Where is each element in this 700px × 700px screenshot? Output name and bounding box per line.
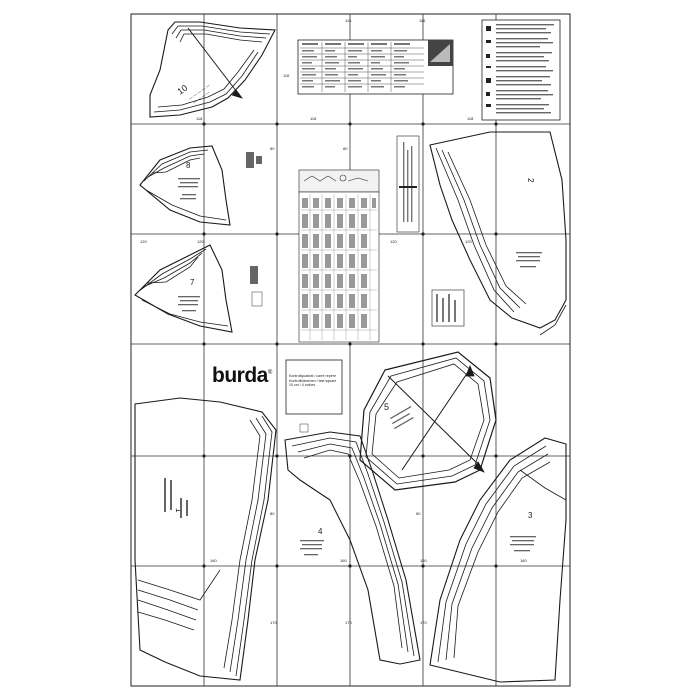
piece-1	[134, 397, 277, 681]
grid-ref: 170	[270, 620, 277, 625]
grid-ref: 118	[196, 116, 203, 121]
brand-name: burda	[212, 364, 268, 387]
grainline-box	[431, 289, 465, 327]
size-chart-panel	[297, 39, 454, 95]
grid-ref: 160	[420, 558, 427, 563]
instruction-strip	[396, 135, 420, 233]
piece-10	[149, 21, 276, 118]
grid-ref: 116	[419, 18, 426, 23]
piece-number-5: 5	[384, 402, 389, 412]
piece-1-notes	[164, 478, 188, 518]
grid-ref: 170	[345, 620, 352, 625]
control-square-info: Kontrollquadrat / carré repère Kontrollk…	[289, 374, 339, 410]
piece-number-1: 1	[174, 508, 183, 513]
grid-ref: 80	[343, 146, 348, 151]
grid-ref: 120	[140, 239, 147, 244]
piece-5	[359, 351, 497, 491]
grid-ref: 80	[416, 511, 421, 516]
grid-ref: 160	[340, 558, 347, 563]
brand-logo: burda®	[212, 364, 272, 388]
piece-4	[284, 431, 421, 665]
grid-ref: 80	[270, 146, 275, 151]
piece-2-notes	[516, 252, 542, 268]
piece-2	[429, 131, 567, 336]
control-square	[285, 359, 343, 415]
piece-number-8: 8	[186, 161, 191, 170]
info-line-2: Kontrollkästchen / test square	[289, 378, 337, 383]
piece-5-notes	[390, 405, 414, 430]
grid-ref: 120	[197, 239, 204, 244]
grid-ref: 118	[310, 116, 317, 121]
piece-8	[139, 145, 231, 226]
info-line-1: Kontrollquadrat / carré repère	[289, 374, 336, 378]
piece-3	[429, 437, 567, 683]
grid-ref-labels: 116 116 116 118 118 118 120 120 120 120 …	[140, 18, 527, 625]
grid-ref: 120	[390, 239, 397, 244]
piece-number-7: 7	[190, 278, 195, 287]
grid-ref: 120	[465, 239, 472, 244]
piece-number-3: 3	[528, 511, 533, 520]
piece-number-4: 4	[318, 527, 323, 536]
piece-7-notes	[178, 266, 263, 312]
grid-ref: 118	[467, 116, 474, 121]
piece-8-notes	[178, 152, 262, 200]
piece-number-2: 2	[526, 178, 535, 183]
grid-ref: 80	[270, 511, 275, 516]
brand-registered-mark: ®	[267, 370, 272, 376]
info-line-3: 10 cm / 4 inches	[289, 383, 316, 388]
grid-ref: 160	[210, 558, 217, 563]
piece-7	[134, 244, 233, 333]
legend-panel	[481, 19, 561, 121]
piece-4-notes	[299, 423, 324, 556]
registration-marks	[202, 122, 498, 568]
grid-ref: 116	[345, 18, 352, 23]
grid-ref: 116	[283, 73, 290, 78]
size-table-panel	[298, 169, 380, 343]
grid-ref: 170	[420, 620, 427, 625]
piece-3-notes	[510, 536, 536, 552]
piece-number-10: 10	[175, 83, 189, 97]
grid-ref: 160	[520, 558, 527, 563]
